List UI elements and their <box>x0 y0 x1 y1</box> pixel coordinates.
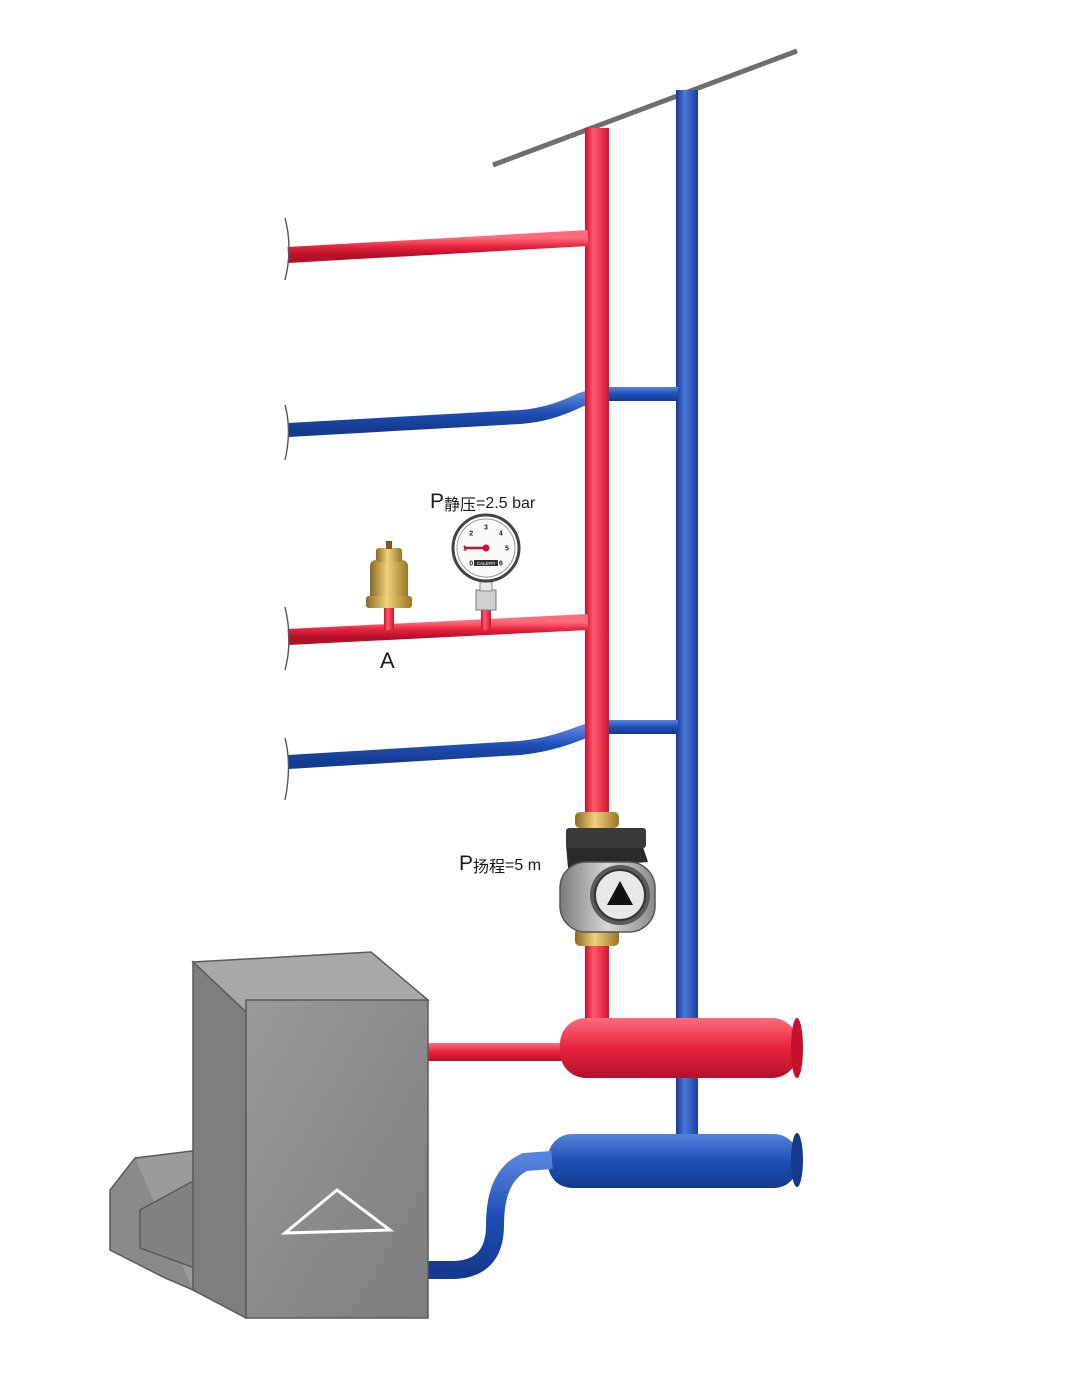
gauge-scale-number: 0 <box>469 560 473 567</box>
static-pressure-label: P静压=2.5 bar <box>430 490 536 514</box>
boiler-flame-icon <box>280 1188 395 1235</box>
roof-line <box>492 48 798 168</box>
pressure-gauge: 0123456 CALEFFI <box>451 513 521 630</box>
circulation-pump <box>559 812 656 946</box>
air-vent-valve <box>366 541 412 630</box>
pump-head-label: P扬程=5 m <box>459 852 541 876</box>
return-riser-pipe <box>676 90 698 1145</box>
point-a-label: A <box>380 648 395 673</box>
supply-header-pipe <box>428 1018 803 1078</box>
supply-branch-top <box>284 217 589 281</box>
return-branch-upper <box>284 387 678 461</box>
gauge-scale-number: 5 <box>505 546 509 553</box>
gauge-scale-number: 3 <box>484 525 488 532</box>
return-branch-lower <box>284 720 678 801</box>
gauge-scale-number: 4 <box>499 531 503 538</box>
return-header-pipe <box>428 1133 803 1279</box>
gauge-brand: CALEFFI <box>477 561 496 566</box>
supply-riser-pipe <box>585 128 609 828</box>
supply-branch-middle <box>284 606 589 671</box>
boiler-unit <box>109 951 430 1320</box>
pump-direction-icon <box>607 881 633 905</box>
gauge-scale-number: 6 <box>499 560 503 567</box>
gauge-scale-number: 2 <box>469 531 473 538</box>
